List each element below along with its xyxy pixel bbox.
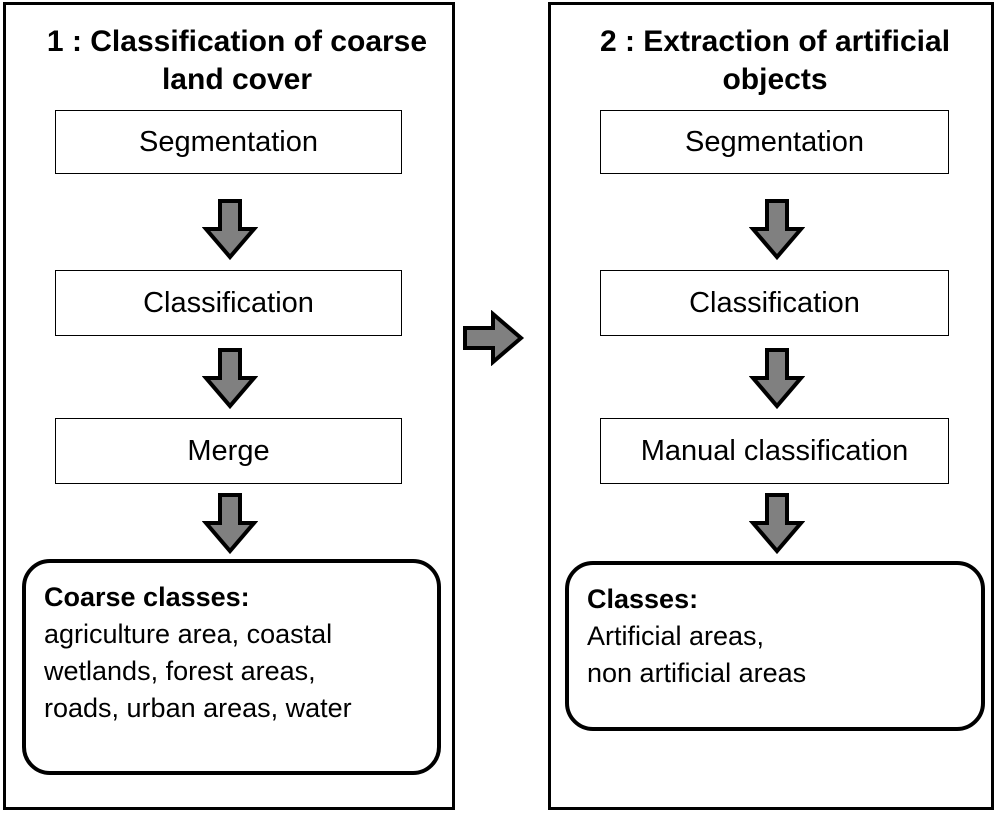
panel-1-step-merge: Merge	[55, 418, 402, 484]
panel-1-step-segmentation: Segmentation	[55, 110, 402, 174]
panel-1-result-box: Coarse classes: agriculture area, coasta…	[22, 559, 441, 775]
panel-1-title-line-2: land cover	[161, 63, 313, 96]
panel-2-title-line-2: objects	[722, 63, 828, 96]
panel-1-result-heading: Coarse classes:	[44, 582, 250, 612]
down-arrow-icon	[749, 199, 805, 261]
panel-2-result-line: non artificial areas	[587, 658, 807, 688]
down-arrow-icon	[202, 493, 258, 555]
panel-1-title: 1 : Classification of coarse land cover	[6, 23, 452, 99]
panel-2-step-classification: Classification	[600, 270, 949, 336]
panel-2-result-line: Artificial areas,	[587, 621, 765, 651]
panel-2-result-heading: Classes:	[587, 584, 699, 614]
panel-2-result-box: Classes: Artificial areas, non artificia…	[565, 561, 985, 731]
panel-1-result-line: roads, urban areas, water	[44, 693, 352, 723]
panel-2-step-manual-classification: Manual classification	[600, 418, 949, 484]
down-arrow-icon	[749, 493, 805, 555]
right-arrow-icon	[463, 310, 525, 366]
panel-2-title: 2 : Extraction of artificial objects	[551, 23, 991, 99]
panel-1-step-classification: Classification	[55, 270, 402, 336]
panel-1-result-line: wetlands, forest areas,	[44, 656, 316, 686]
panel-2-step-segmentation: Segmentation	[600, 110, 949, 174]
panel-1-title-line-1: 1 : Classification of coarse	[46, 25, 428, 58]
panel-1-result-line: agriculture area, coastal	[44, 619, 333, 649]
down-arrow-icon	[749, 348, 805, 410]
panel-artificial-objects: 2 : Extraction of artificial objects Seg…	[548, 2, 994, 810]
panel-coarse-land-cover: 1 : Classification of coarse land cover …	[3, 2, 455, 810]
down-arrow-icon	[202, 199, 258, 261]
panel-2-title-line-1: 2 : Extraction of artificial	[599, 25, 951, 58]
down-arrow-icon	[202, 348, 258, 410]
